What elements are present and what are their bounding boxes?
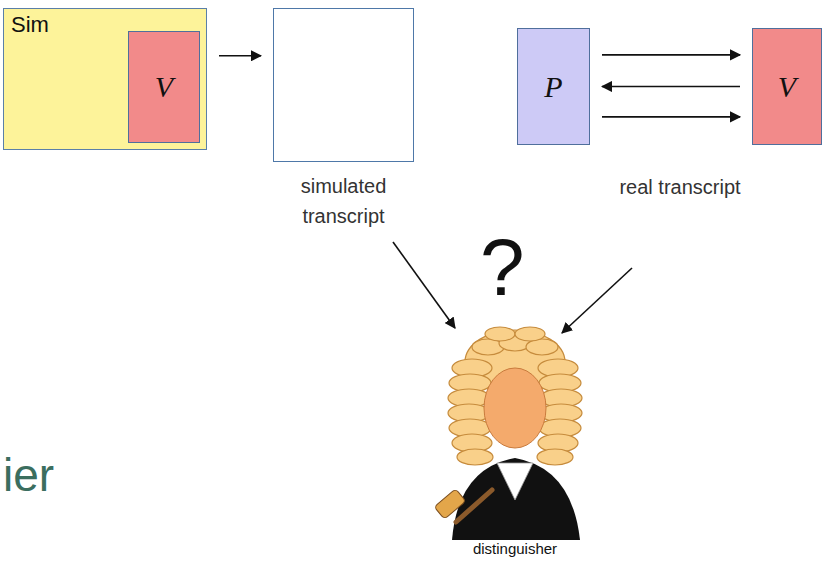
- message-arrow: [602, 86, 740, 88]
- gavel-head: [434, 489, 466, 519]
- message-arrow: [602, 54, 740, 56]
- face: [484, 368, 546, 448]
- gavel-handle: [456, 490, 492, 522]
- distinguisher-label: distinguisher: [440, 540, 590, 558]
- message-arrow: [219, 55, 261, 57]
- verifier-box: V: [752, 28, 822, 145]
- party-symbol: V: [778, 70, 796, 104]
- box-heading: simulated transcript: [279, 171, 409, 231]
- party-symbol: V: [155, 70, 173, 104]
- prover-box: P: [517, 28, 590, 145]
- input-arrow: [393, 242, 455, 328]
- input-arrow: [562, 268, 632, 333]
- collar: [497, 463, 533, 500]
- box-title: Sim: [11, 12, 49, 38]
- transcript-label: real transcript: [615, 172, 745, 202]
- transcript-box: simulated transcript: [273, 8, 414, 162]
- party-symbol: P: [544, 70, 562, 104]
- verifier-box: V: [128, 31, 200, 143]
- message-arrow: [602, 116, 740, 118]
- title-fragment: ier: [3, 448, 54, 502]
- simulator-box: V Sim: [3, 8, 207, 150]
- question-mark: ?: [480, 222, 525, 314]
- robe: [452, 458, 580, 540]
- wig: [448, 327, 582, 465]
- judge-figure: [434, 327, 582, 540]
